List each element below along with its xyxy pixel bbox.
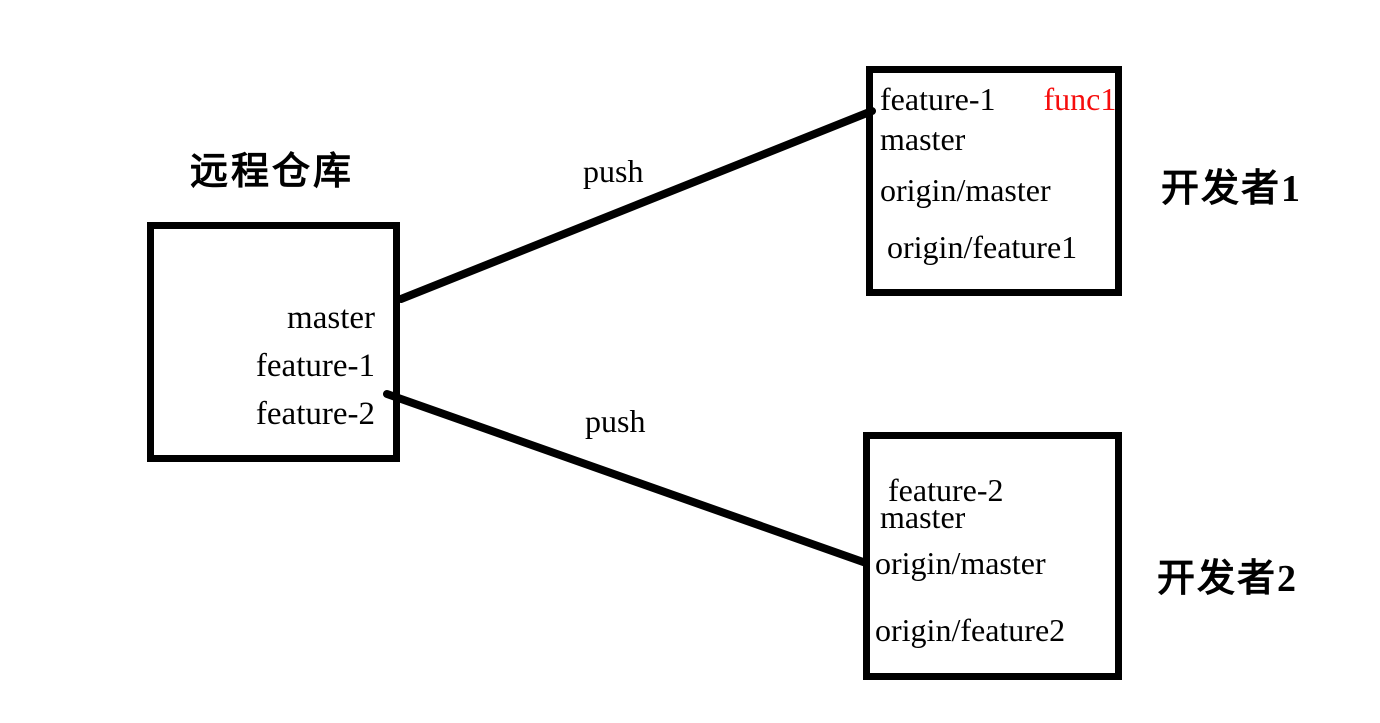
developer1-box: feature-1 func1 master origin/master orig… (866, 66, 1122, 296)
remote-repo-title: 远程仓库 (190, 151, 355, 193)
remote-repo-box: master feature-1 feature-2 (147, 222, 400, 462)
developer1-working-branch-row: feature-1 func1 (880, 79, 1116, 119)
push-label-top: push (583, 153, 644, 189)
developer1-working-branch: feature-1 (880, 81, 996, 117)
push-line-top (397, 107, 876, 303)
developer2-ref-origin-feature2: origin/feature2 (875, 612, 1066, 648)
developer1-branch-list: feature-1 func1 master origin/master orig… (880, 79, 1116, 267)
developer1-title: 开发者1 (1161, 168, 1303, 210)
developer2-ref-master: master (880, 499, 966, 535)
remote-branch-master: master (287, 300, 375, 336)
push-line-bottom (383, 390, 870, 567)
developer1-commit-label: func1 (1043, 81, 1117, 117)
developer1-ref-master: master (880, 121, 966, 157)
remote-branch-list: master feature-1 feature-2 (256, 294, 375, 438)
remote-branch-feature-1: feature-1 (255, 348, 375, 384)
developer1-ref-origin-master: origin/master (880, 172, 1051, 208)
developer2-title: 开发者2 (1157, 558, 1299, 600)
developer1-ref-origin-feature1: origin/feature1 (887, 229, 1078, 265)
developer2-box: feature-2 master origin/master origin/fe… (863, 432, 1122, 680)
developer2-working-branch: feature-2 (888, 472, 1004, 508)
developer2-branch-list: feature-2 master origin/master origin/fe… (875, 470, 1065, 650)
remote-branch-feature-2: feature-2 (255, 396, 375, 432)
push-label-bottom: push (585, 403, 646, 439)
developer2-ref-origin-master: origin/master (875, 545, 1046, 581)
